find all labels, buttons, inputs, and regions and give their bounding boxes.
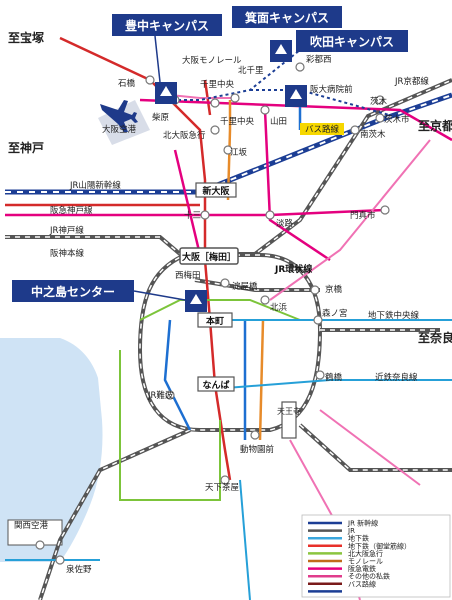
- cyan-lines: [5, 319, 452, 600]
- osaka-bay: [0, 338, 103, 562]
- legend-label: 北大阪急行: [348, 549, 383, 558]
- svg-text:近鉄奈良線: 近鉄奈良線: [375, 372, 418, 383]
- legend-item: 阪急電鉄: [308, 564, 376, 573]
- bus-label-box: バス路線: [300, 123, 344, 135]
- svg-text:大阪空港: 大阪空港: [102, 124, 137, 135]
- svg-text:関西空港: 関西空港: [14, 520, 49, 531]
- svg-text:千里中央: 千里中央: [220, 116, 255, 127]
- osaka-umeda-hub[interactable]: 大阪［梅田］: [179, 247, 239, 265]
- station-hommachi: 本町: [206, 315, 224, 327]
- campus-label-suita[interactable]: 吹田キャンパス: [296, 30, 408, 52]
- tennoji-hub[interactable]: 天王寺: [277, 401, 301, 439]
- orange-lines: [226, 100, 265, 441]
- station-labels: 石橋 柴原 大阪空港 大阪モノレール 北千里 千里中央 北大阪急行 千里中央 江…: [14, 54, 410, 575]
- svg-text:北浜: 北浜: [270, 302, 288, 313]
- svg-text:JR環状線: JR環状線: [274, 263, 312, 275]
- kansai-airport-island: [7, 519, 63, 546]
- legend-label: 阪急電鉄: [348, 564, 376, 573]
- direction-labels: 至宝塚 至神戸 至京都 至奈良: [8, 30, 452, 345]
- legend-label: モノレール: [348, 558, 383, 566]
- legend-label: 地下鉄（御堂筋線）: [348, 541, 411, 550]
- svg-text:JR山陽新幹線: JR山陽新幹線: [69, 180, 121, 191]
- svg-text:柴原: 柴原: [152, 112, 169, 123]
- dir-takarazuka: 至宝塚: [8, 30, 44, 45]
- svg-text:江坂: 江坂: [230, 147, 248, 158]
- campus-marker-suita[interactable]: [285, 85, 307, 107]
- legend-item: 地下鉄（御堂筋線）: [308, 541, 411, 550]
- legend-label: JR 新幹線: [347, 519, 378, 528]
- svg-text:動物園前: 動物園前: [240, 444, 275, 455]
- campus-marker-minoh[interactable]: [270, 40, 292, 62]
- svg-text:泉佐野: 泉佐野: [66, 564, 92, 575]
- svg-text:森ノ宮: 森ノ宮: [322, 308, 348, 319]
- legend-item: バス路線: [308, 579, 376, 588]
- svg-text:JR京都線: JR京都線: [394, 76, 429, 87]
- svg-text:茨木: 茨木: [370, 96, 388, 107]
- svg-text:北大阪急行: 北大阪急行: [163, 130, 206, 141]
- legend-item: 北大阪急行: [308, 549, 383, 558]
- legend-label: その他の私鉄: [348, 572, 390, 581]
- dir-nara: 至奈良: [418, 330, 452, 345]
- airplane-icon: [100, 100, 138, 132]
- svg-text:吹田キャンパス: 吹田キャンパス: [310, 34, 394, 49]
- dir-kyoto: 至京都: [418, 118, 452, 133]
- svg-text:阪神本線: 阪神本線: [50, 248, 85, 259]
- campus-marker-nakanoshima[interactable]: [185, 290, 207, 312]
- legend-label: バス路線: [348, 579, 376, 588]
- campus-label-toyonaka[interactable]: 豊中キャンパス: [112, 14, 222, 83]
- svg-text:天下茶屋: 天下茶屋: [205, 482, 240, 493]
- svg-text:京橋: 京橋: [325, 284, 343, 295]
- svg-text:豊中キャンパス: 豊中キャンパス: [125, 18, 209, 33]
- svg-text:大阪モノレール: 大阪モノレール: [182, 55, 242, 66]
- station-tennoji: 天王寺: [277, 407, 301, 416]
- legend-label: 地下鉄: [348, 534, 369, 543]
- svg-text:山田: 山田: [270, 116, 287, 127]
- legend-item: 地下鉄: [308, 534, 369, 543]
- svg-text:中之島センター: 中之島センター: [31, 284, 115, 299]
- jr-shinkansen-line: [5, 92, 452, 195]
- svg-text:茨木市: 茨木市: [384, 114, 410, 125]
- svg-text:地下鉄中央線: 地下鉄中央線: [368, 310, 420, 321]
- campus-label-minoh[interactable]: 箕面キャンパス: [232, 6, 342, 28]
- hankyu-lines: [5, 98, 452, 262]
- legend-item: その他の私鉄: [308, 572, 390, 581]
- station-osaka-umeda: 大阪［梅田］: [182, 251, 236, 263]
- svg-text:阪急神戸線: 阪急神戸線: [50, 205, 93, 216]
- dir-kobe: 至神戸: [8, 140, 44, 155]
- legend-label: JR: [347, 527, 355, 535]
- svg-text:十三: 十三: [184, 210, 201, 221]
- shin-osaka-hub[interactable]: 新大阪: [195, 182, 237, 198]
- svg-text:鶴橋: 鶴橋: [325, 372, 343, 383]
- legend-item: モノレール: [308, 558, 383, 566]
- svg-text:JR神戸線: JR神戸線: [49, 225, 84, 236]
- svg-text:箕面キャンパス: 箕面キャンパス: [245, 10, 329, 25]
- green-lines: [119, 299, 301, 501]
- svg-text:南茨木: 南茨木: [360, 129, 386, 140]
- legend-item: JR 新幹線: [308, 519, 378, 528]
- campus-marker-toyonaka[interactable]: [155, 82, 177, 104]
- legend-item: JR: [308, 527, 355, 535]
- station-namba: なんば: [202, 379, 229, 391]
- svg-text:淡路: 淡路: [276, 218, 294, 229]
- namba-hub[interactable]: なんば: [197, 376, 235, 392]
- svg-text:彩都西: 彩都西: [306, 54, 332, 65]
- legend: JR 新幹線JR地下鉄地下鉄（御堂筋線）北大阪急行モノレール阪急電鉄その他の私鉄…: [301, 514, 451, 598]
- line-labels: JR京都線 JR山陽新幹線 阪急神戸線 JR神戸線 阪神本線 バス路線 JR環状…: [49, 76, 429, 383]
- hommachi-hub[interactable]: 本町: [197, 312, 233, 328]
- campus-label-nakanoshima[interactable]: 中之島センター: [12, 280, 186, 302]
- station-shin-osaka: 新大阪: [202, 185, 230, 197]
- svg-text:阪大病院前: 阪大病院前: [310, 84, 353, 95]
- svg-text:北千里: 北千里: [238, 65, 264, 76]
- svg-text:西梅田: 西梅田: [175, 270, 201, 281]
- svg-text:バス路線: バス路線: [305, 124, 340, 135]
- svg-text:石橋: 石橋: [118, 78, 136, 89]
- svg-text:淀屋橋: 淀屋橋: [232, 281, 258, 292]
- jr-lines: [5, 78, 452, 600]
- svg-text:JR難波: JR難波: [147, 390, 174, 401]
- svg-text:千里中央: 千里中央: [200, 79, 235, 90]
- svg-text:門真市: 門真市: [350, 210, 376, 221]
